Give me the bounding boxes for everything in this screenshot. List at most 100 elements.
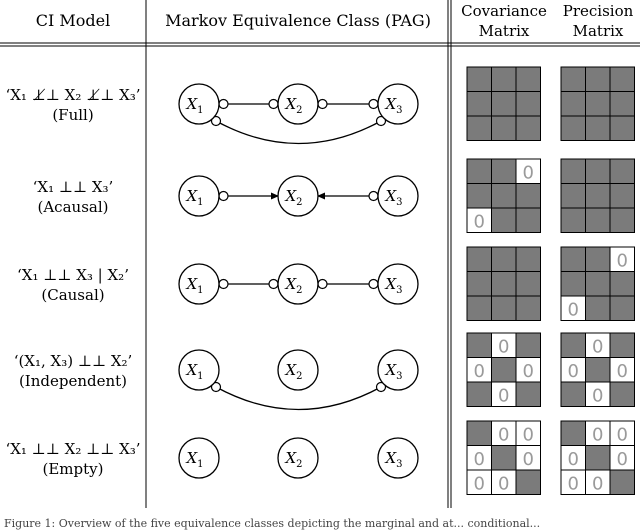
matrix-cell-zero: [515, 445, 541, 471]
matrix-cell-nonzero: [560, 183, 586, 209]
node-x3: X3: [377, 349, 419, 391]
matrix-cell-nonzero: [609, 469, 635, 495]
node-x1: X1: [178, 175, 220, 217]
matrix-cell-nonzero: [491, 271, 517, 297]
node-circle: [277, 263, 319, 305]
matrix-zero-label: 0: [568, 299, 579, 320]
matrix-zero-label: 0: [568, 473, 579, 494]
matrix-zero-label: 0: [592, 424, 603, 445]
matrix-cell-nonzero: [466, 183, 492, 209]
matrix-cell-zero: [609, 357, 635, 383]
matrix-cell-nonzero: [491, 246, 517, 272]
matrix-cell-nonzero: [609, 115, 635, 141]
matrix-zero-label: 0: [498, 336, 509, 357]
matrix-cell-zero: [466, 357, 492, 383]
node-circle: [377, 349, 419, 391]
node-circle: [178, 83, 220, 125]
matrix-zero-label: 0: [523, 361, 534, 382]
matrix-cell-nonzero: [560, 158, 586, 184]
precision-matrix: [560, 66, 635, 141]
header-markov-equivalence-class: Markov Equivalence Class (PAG): [165, 11, 431, 30]
matrix-cell-nonzero: [609, 381, 635, 407]
node-circle: [277, 175, 319, 217]
node-x3: X3: [377, 263, 419, 305]
matrix-cell-nonzero: [609, 183, 635, 209]
node-x3: X3: [377, 175, 419, 217]
node-x3: X3: [377, 437, 419, 479]
matrix-cell-nonzero: [466, 115, 492, 141]
matrix-cell-nonzero: [491, 207, 517, 233]
node-x1: X1: [178, 349, 220, 391]
matrix-cell-zero: [491, 420, 517, 446]
ci-model-formula: ‘X₁ ⊥̸⊥ X₂ ⊥̸⊥ X₃’: [5, 86, 140, 104]
matrix-cell-nonzero: [609, 158, 635, 184]
matrix-zero-label: 0: [617, 361, 628, 382]
matrix-zero-label: 0: [474, 211, 485, 232]
edge: [317, 98, 379, 110]
edge: [218, 98, 279, 110]
matrix-cell-nonzero: [466, 66, 492, 92]
matrix-cell-nonzero: [609, 295, 635, 321]
matrix-zero-label: 0: [617, 250, 628, 271]
matrix-cell-nonzero: [585, 66, 611, 92]
matrix-zero-label: 0: [523, 449, 534, 470]
node-circle: [277, 437, 319, 479]
edge: [317, 190, 379, 202]
matrix-cell-nonzero: [466, 332, 492, 358]
matrix-cell-nonzero: [560, 381, 586, 407]
header-precision-line2: Matrix: [573, 22, 624, 40]
matrix-zero-label: 0: [498, 385, 509, 406]
edge-circle-end: [368, 190, 379, 202]
edge-circle-end: [375, 115, 387, 127]
matrix-cell-nonzero: [515, 207, 541, 233]
matrix-cell-zero: [466, 469, 492, 495]
matrix-cell-nonzero: [560, 207, 586, 233]
matrix-cell-zero: [609, 445, 635, 471]
node-circle: [377, 175, 419, 217]
matrix-cell-nonzero: [560, 246, 586, 272]
node-circle: [377, 83, 419, 125]
figure-table: CI Model Markov Equivalence Class (PAG) …: [0, 0, 640, 508]
header-precision-line1: Precision: [563, 2, 634, 20]
edge-circle-end: [210, 115, 222, 127]
matrix-cell-nonzero: [585, 295, 611, 321]
node-circle: [377, 263, 419, 305]
node-circle: [178, 175, 220, 217]
node-x2: X2: [277, 263, 319, 305]
matrix-cell-nonzero: [466, 246, 492, 272]
edge-circle-end: [368, 98, 379, 110]
matrix-cell-nonzero: [585, 115, 611, 141]
edge: [218, 278, 279, 290]
matrix-cell-nonzero: [560, 332, 586, 358]
matrix-cell-zero: [491, 381, 517, 407]
matrix-cell-nonzero: [585, 91, 611, 117]
precision-matrix: 00: [560, 246, 635, 321]
matrix-cell-nonzero: [491, 357, 517, 383]
header-ci-model: CI Model: [36, 11, 111, 30]
edge-circle-end: [375, 381, 387, 393]
matrix-cell-nonzero: [585, 207, 611, 233]
edge-curve: [215, 386, 382, 411]
matrix-cell-zero: [466, 207, 492, 233]
edge: [317, 278, 379, 290]
matrix-cell-nonzero: [491, 115, 517, 141]
matrix-cell-nonzero: [491, 91, 517, 117]
matrix-cell-nonzero: [515, 183, 541, 209]
matrix-cell-nonzero: [609, 207, 635, 233]
matrix-cell-nonzero: [466, 295, 492, 321]
edge-circle-end: [218, 190, 229, 202]
matrix-cell-nonzero: [515, 246, 541, 272]
edge-circle-end: [218, 278, 229, 290]
precision-matrix: [560, 158, 635, 233]
matrix-cell-nonzero: [515, 469, 541, 495]
matrix-cell-nonzero: [515, 91, 541, 117]
matrix-cell-nonzero: [560, 91, 586, 117]
edge-circle-end: [317, 98, 328, 110]
edge-circle-end: [317, 278, 328, 290]
matrix-cell-nonzero: [609, 66, 635, 92]
matrix-zero-label: 0: [617, 449, 628, 470]
